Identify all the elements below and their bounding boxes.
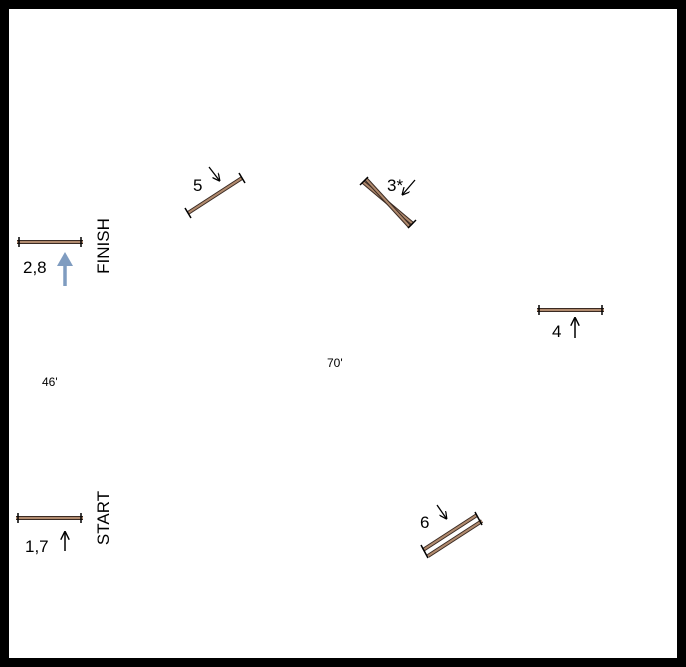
jump-1-7 <box>16 513 83 523</box>
jump-6 <box>420 511 484 559</box>
jump-3 <box>359 176 417 229</box>
jump-6-label: 6 <box>420 513 429 532</box>
jump-6-arrow-icon <box>436 504 446 518</box>
jump-4 <box>537 305 604 315</box>
finish-label: FINISH <box>94 218 113 274</box>
jump-2-8-label: 2,8 <box>23 258 47 277</box>
jump-4-label: 4 <box>552 322 561 341</box>
jump-2-8-arrow-icon <box>57 252 73 286</box>
jump-1-7-label: 1,7 <box>25 537 49 556</box>
ring-depth-label: 46' <box>42 375 58 389</box>
jump-5-label: 5 <box>193 176 202 195</box>
jump-5-arrow-icon <box>208 166 219 180</box>
ring-width-label: 70' <box>327 356 343 370</box>
jump-5 <box>184 172 246 219</box>
jump-2-8 <box>17 237 83 247</box>
jump-3-arrow-icon <box>403 179 416 194</box>
start-label: START <box>94 491 113 545</box>
jump-3-label: 3* <box>387 176 403 195</box>
